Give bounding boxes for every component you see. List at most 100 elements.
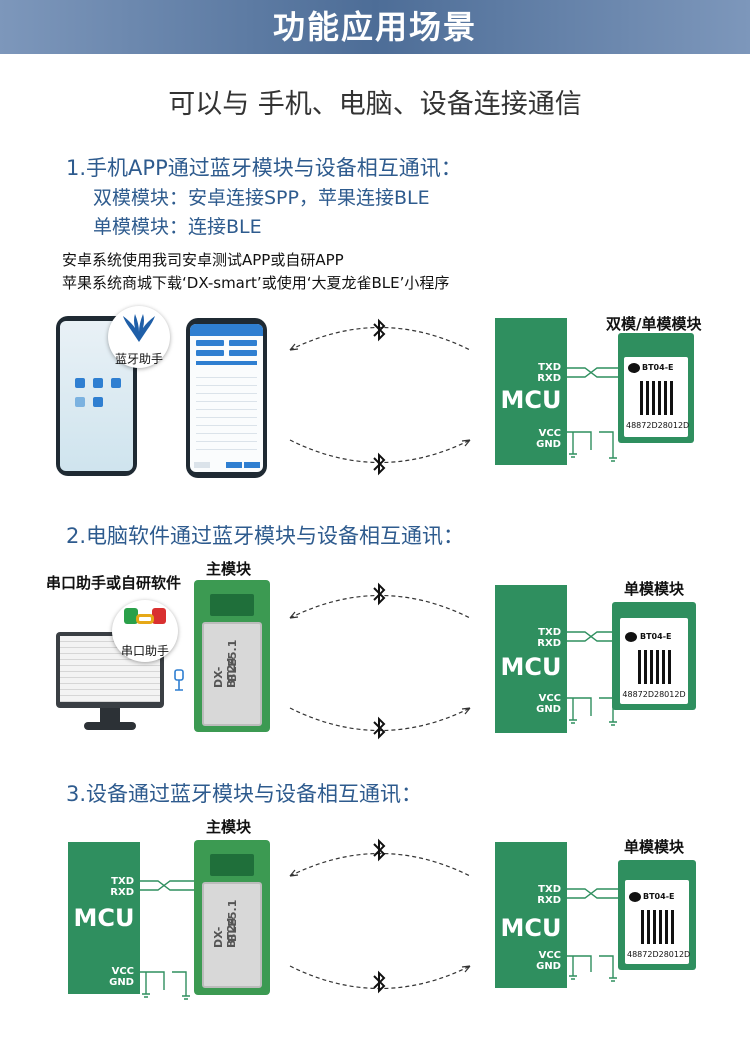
app-button (229, 340, 257, 346)
pc-monitor-neck (100, 708, 120, 724)
pin-txd: TXD (538, 627, 561, 638)
module-shield: DX-BT24 BLE5.1 (202, 622, 262, 726)
bluetooth-icon (373, 716, 386, 740)
master-module-text2: BLE5.1 (226, 899, 239, 942)
section1-note1: 安卓系统使用我司安卓测试APP或自研APP (62, 251, 344, 269)
module-name: BT04-E (643, 892, 675, 901)
serial-helper-badge: 串口助手 (112, 600, 178, 662)
page-title: 功能应用场景 (272, 8, 477, 46)
pc-monitor (56, 632, 164, 708)
wiring-4 (567, 888, 627, 982)
section3-module-label: 单模模块 (624, 838, 685, 856)
app-icon (93, 397, 103, 407)
badge-label: 蓝牙助手 (114, 352, 163, 366)
phone-app (186, 318, 267, 478)
app-button (229, 350, 257, 356)
pin-gnd: GND (109, 977, 134, 988)
usb-icon (174, 669, 184, 691)
app-footer-button (244, 462, 260, 468)
module-name: BT04-E (642, 363, 674, 372)
app-header-bar (190, 324, 263, 336)
pin-vcc: VCC (538, 693, 561, 704)
pin-txd: TXD (538, 884, 561, 895)
section1-title: 1.手机APP通过蓝牙模块与设备相互通讯： (66, 156, 462, 180)
module-id: 48872D28012D (626, 421, 690, 430)
app-icon (75, 397, 85, 407)
pin-gnd: GND (536, 439, 561, 450)
app-button (196, 340, 224, 346)
mcu-block-4: MCU TXD RXD VCC GND (495, 842, 567, 988)
app-list-header (196, 361, 257, 365)
app-list (196, 370, 257, 456)
antenna-trace (210, 854, 254, 876)
subtitle: 可以与 手机、电脑、设备连接通信 (168, 89, 582, 120)
bluetooth-icon (373, 452, 386, 476)
module-shield: DX-BT24 BLE5.1 (202, 882, 262, 988)
ground-icon (569, 956, 577, 980)
pin-txd: TXD (111, 876, 134, 887)
app-icon (75, 378, 85, 388)
ground-icon (172, 971, 190, 1000)
app-icon (111, 378, 121, 388)
brand-logo-icon (625, 632, 637, 642)
pin-gnd: GND (536, 704, 561, 715)
section3-title: 3.设备通过蓝牙模块与设备相互通讯： (66, 782, 423, 806)
pin-gnd: GND (536, 961, 561, 972)
ground-icon (569, 432, 577, 458)
badge-label: 串口助手 (120, 644, 169, 658)
phone-app-screen (190, 324, 263, 472)
module-shield: BT04-E 48872D28012D (624, 357, 690, 437)
slave-module-3: BT04-E 48872D28012D (618, 860, 696, 970)
qr-code (640, 381, 674, 415)
pin-rxd: RXD (110, 887, 134, 898)
pin-rxd: RXD (537, 373, 561, 384)
module-name: BT04-E (640, 632, 672, 641)
qr-code (638, 650, 672, 684)
mcu-block-1: MCU TXD RXD VCC GND (495, 318, 567, 465)
serial-cable-icon (136, 614, 154, 624)
section2-master-label: 主模块 (206, 560, 252, 578)
wiring-3 (140, 880, 200, 1000)
section3-master-label: 主模块 (206, 818, 252, 836)
serial-icon (152, 608, 166, 624)
app-footer-button (194, 462, 210, 468)
mcu-block-2: MCU TXD RXD VCC GND (495, 585, 567, 733)
app-button (196, 350, 224, 356)
bird-logo-icon (123, 314, 155, 342)
brand-logo-icon (629, 892, 641, 902)
header-banner (0, 0, 750, 54)
antenna-trace (210, 594, 254, 616)
ground-icon (599, 955, 617, 982)
serial-icon (124, 608, 138, 624)
app-icon (93, 378, 103, 388)
pc-software-label: 串口助手或自研软件 (46, 574, 182, 592)
mcu-label: MCU (500, 914, 562, 942)
master-module-text2: BLE5.1 (226, 639, 239, 682)
module-shield: BT04-E 48872D28012D (620, 618, 688, 704)
module-id: 48872D28012D (627, 950, 691, 959)
bluetooth-icon (373, 970, 386, 994)
bluetooth-icon (373, 582, 386, 606)
section2-title: 2.电脑软件通过蓝牙模块与设备相互通讯： (66, 524, 465, 548)
master-module-3: DX-BT24 BLE5.1 (194, 840, 270, 995)
section1-line2: 单模模块：连接BLE (93, 216, 262, 238)
ground-icon (599, 431, 617, 462)
mcu-label: MCU (73, 904, 135, 932)
pc-monitor-base (84, 722, 136, 730)
slave-module-2: BT04-E 48872D28012D (612, 602, 696, 710)
module-shield: BT04-E 48872D28012D (625, 880, 691, 964)
module-id: 48872D28012D (622, 690, 686, 699)
master-module-2: DX-BT24 BLE5.1 (194, 580, 270, 732)
section2-module-label: 单模模块 (624, 580, 685, 598)
app-footer-button (226, 462, 242, 468)
bluetooth-icon (373, 318, 386, 342)
mcu-label: MCU (500, 653, 562, 681)
qr-code (641, 910, 675, 944)
pin-rxd: RXD (537, 638, 561, 649)
pin-vcc: VCC (538, 428, 561, 439)
section1-line1: 双模模块：安卓连接SPP，苹果连接BLE (93, 187, 430, 209)
slave-module-1: BT04-E 48872D28012D (618, 333, 694, 443)
mcu-label: MCU (500, 386, 562, 414)
bluetooth-helper-badge: 蓝牙助手 (108, 306, 170, 368)
pin-vcc: VCC (538, 950, 561, 961)
